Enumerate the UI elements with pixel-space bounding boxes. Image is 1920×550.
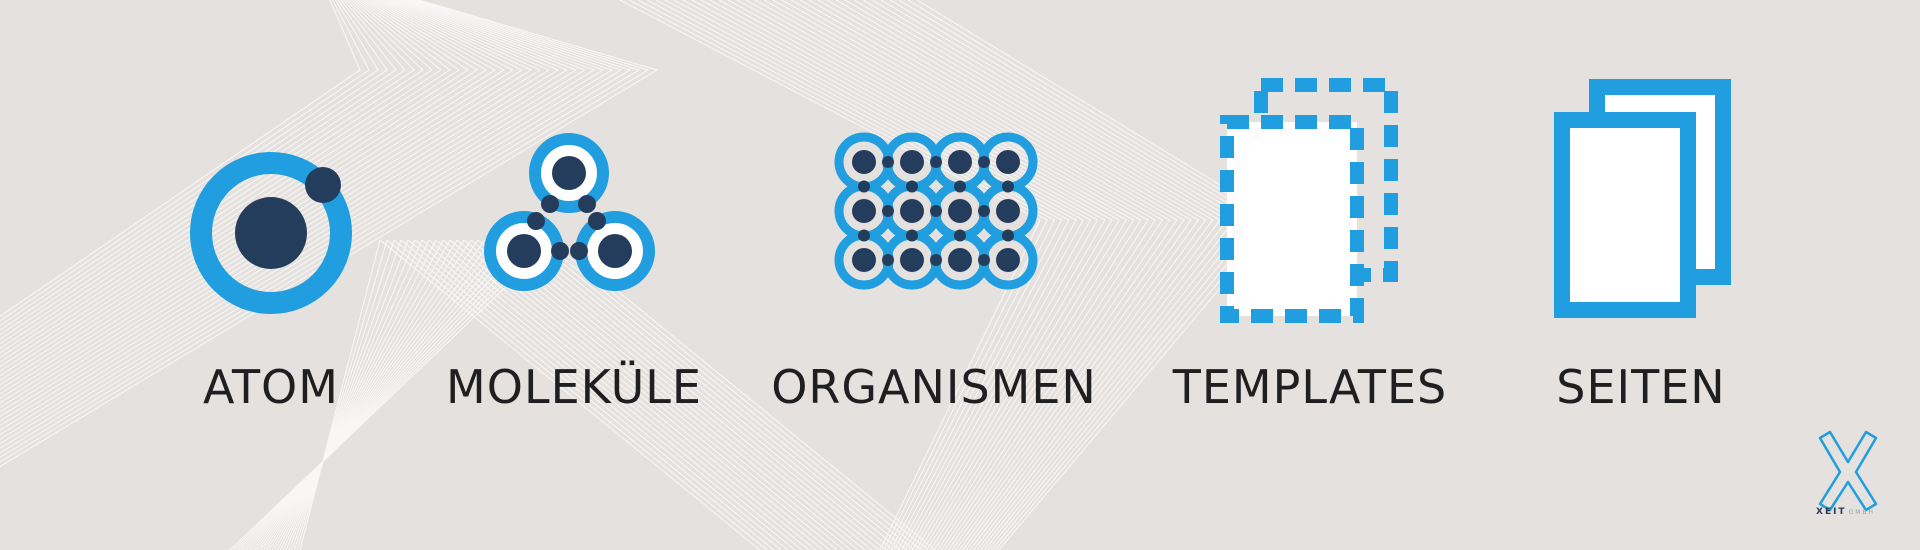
background-line — [0, 0, 1214, 550]
organism-atom — [948, 199, 972, 223]
organism-atom — [900, 199, 924, 223]
xeit-logo-icon — [1818, 430, 1878, 512]
background-line — [0, 0, 1092, 550]
label-molecules: MOLEKÜLE — [446, 360, 702, 414]
organism-atom — [996, 150, 1020, 174]
label-atom: ATOM — [203, 360, 339, 414]
background-line — [0, 0, 1106, 550]
organism-bond — [978, 205, 990, 217]
background-line — [240, 239, 908, 550]
background-line — [251, 239, 880, 550]
organism-bond — [1002, 180, 1014, 193]
background-line — [0, 0, 1185, 550]
organism-bond — [906, 180, 918, 193]
organism-atom — [852, 199, 876, 223]
organism-bond — [954, 229, 966, 242]
background-line — [0, 0, 1070, 550]
organism-atom — [900, 150, 924, 174]
background-line — [263, 239, 852, 550]
background-line — [296, 239, 768, 550]
organism-atom — [852, 248, 876, 272]
background-line — [0, 0, 1056, 550]
background-line — [0, 0, 1207, 550]
background-line — [268, 239, 838, 550]
organism-atom — [900, 248, 924, 272]
background-line — [0, 0, 1200, 550]
background-line — [243, 239, 901, 550]
background-line — [0, 0, 1135, 550]
organism-bond — [954, 180, 966, 193]
background-line — [0, 0, 1171, 550]
background-line — [0, 0, 1113, 550]
organism-icon — [834, 132, 1038, 290]
background-line — [0, 0, 1099, 550]
organism-atom — [996, 248, 1020, 272]
background-line — [299, 239, 761, 550]
background-line — [279, 239, 810, 550]
background-line — [0, 0, 1193, 550]
background-line — [274, 239, 824, 550]
background-line — [0, 0, 1120, 550]
organism-bond — [882, 254, 894, 266]
organism-bond — [882, 205, 894, 217]
label-pages: SEITEN — [1556, 360, 1726, 414]
organism-bond — [906, 229, 918, 242]
background-line — [291, 239, 782, 550]
background-line — [277, 239, 817, 550]
background-line — [0, 0, 1077, 550]
background-line — [246, 239, 894, 550]
background-line — [235, 239, 922, 550]
background-line — [260, 239, 859, 550]
organism-atom — [948, 248, 972, 272]
logo-name: XEIT — [1816, 507, 1847, 517]
background-line — [0, 0, 1128, 550]
background-line — [0, 0, 1164, 550]
background-line — [257, 239, 866, 550]
background-line — [288, 239, 789, 550]
organism-atom — [948, 150, 972, 174]
background-line — [249, 239, 887, 550]
organism-atom — [852, 150, 876, 174]
background-line — [0, 0, 1084, 550]
organism-bond — [930, 205, 942, 217]
molecule-icon — [484, 133, 655, 291]
background-line — [0, 0, 1156, 550]
background-line — [238, 239, 915, 550]
label-templates: TEMPLATES — [1172, 360, 1448, 414]
background-line — [0, 0, 1048, 550]
pages-icon — [1554, 79, 1731, 318]
background-line — [0, 0, 1178, 550]
template-icon — [1220, 78, 1398, 323]
organism-bond — [930, 156, 942, 168]
organism-bond — [1002, 229, 1014, 242]
background-line — [265, 239, 845, 550]
background-line — [232, 239, 929, 550]
background-line — [254, 239, 873, 550]
background-line — [285, 239, 796, 550]
label-organisms: ORGANISMEN — [771, 360, 1097, 414]
background-line — [271, 239, 831, 550]
organism-bond — [882, 156, 894, 168]
background-line — [0, 0, 1063, 550]
organism-bond — [930, 254, 942, 266]
organism-bond — [978, 254, 990, 266]
organism-bond — [858, 229, 870, 242]
atom-icon — [190, 152, 352, 314]
organism-atom — [996, 199, 1020, 223]
organism-bond — [858, 180, 870, 193]
background-line — [229, 239, 936, 550]
background-line — [0, 0, 1149, 550]
background-line — [0, 0, 1041, 550]
background-line — [0, 0, 1142, 550]
logo-sub: GMBH — [1848, 509, 1876, 516]
organism-bond — [978, 156, 990, 168]
